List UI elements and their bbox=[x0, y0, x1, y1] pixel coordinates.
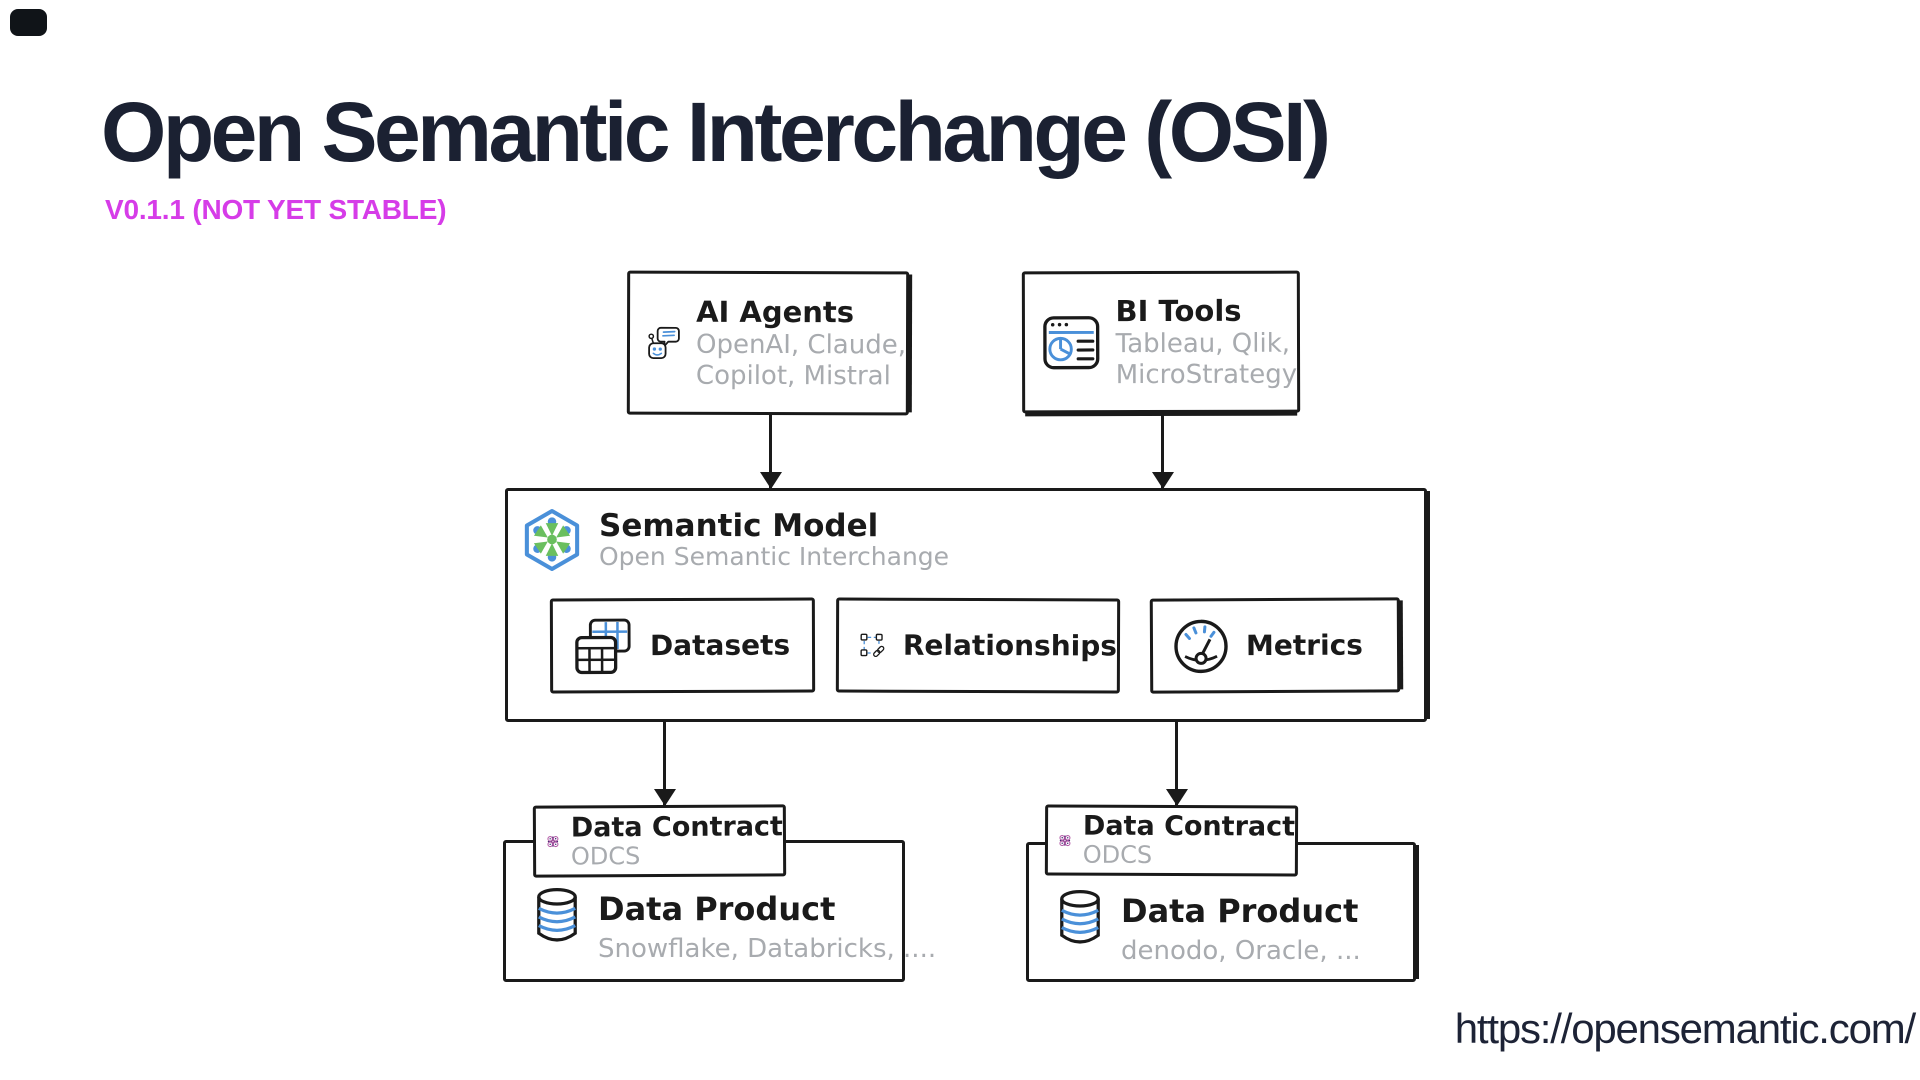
robot-chat-icon bbox=[648, 326, 680, 360]
left-data-contract-box: Data Contract ODCS bbox=[532, 804, 787, 878]
bi-tools-subtitle-line2: MicroStrategy bbox=[1115, 359, 1298, 390]
page-title: Open Semantic Interchange (OSI) bbox=[101, 85, 1331, 179]
ai-agents-title: AI Agents bbox=[696, 294, 855, 329]
ai-agents-box: AI Agents OpenAI, Claude, Copilot, Mistr… bbox=[626, 270, 910, 416]
left-data-product-subtitle: Snowflake, Databricks, .... bbox=[598, 934, 937, 964]
odcs-logo-icon bbox=[547, 836, 559, 848]
database-icon bbox=[537, 888, 577, 942]
database-icon bbox=[1060, 890, 1100, 944]
tables-icon bbox=[575, 618, 631, 674]
bi-tools-title: BI Tools bbox=[1115, 293, 1242, 328]
relationships-box: Relationships bbox=[835, 597, 1121, 694]
right-data-product-subtitle: denodo, Oracle, ... bbox=[1121, 936, 1361, 966]
odcs-logo-icon bbox=[1059, 834, 1071, 846]
browser-chart-icon bbox=[1043, 316, 1100, 370]
ai-agents-subtitle-line1: OpenAI, Claude, bbox=[695, 329, 907, 360]
semantic-model-subtitle: Open Semantic Interchange bbox=[599, 542, 950, 571]
left-data-contract-subtitle: ODCS bbox=[570, 841, 641, 870]
hexagon-network-icon bbox=[524, 508, 580, 572]
datasets-label: Datasets bbox=[649, 628, 791, 663]
left-data-product-title: Data Product bbox=[598, 890, 836, 928]
semantic-model-header: Semantic Model Open Semantic Interchange bbox=[523, 508, 949, 572]
relationships-label: Relationships bbox=[902, 628, 1118, 663]
right-data-product-title: Data Product bbox=[1121, 892, 1359, 930]
arrow-bi-to-semantic bbox=[1161, 413, 1164, 488]
semantic-model-box: Semantic Model Open Semantic Interchange… bbox=[505, 488, 1427, 722]
site-url: https://opensemantic.com/ bbox=[1454, 1005, 1916, 1052]
version-badge: V0.1.1 (NOT YET STABLE) bbox=[105, 194, 447, 225]
right-data-contract-title: Data Contract bbox=[1082, 810, 1296, 843]
bi-tools-box: BI Tools Tableau, Qlik, MicroStrategy bbox=[1021, 270, 1301, 414]
recording-indicator-pill bbox=[10, 9, 47, 36]
ai-agents-subtitle-line2: Copilot, Mistral bbox=[695, 360, 891, 391]
right-data-contract-box: Data Contract ODCS bbox=[1044, 804, 1299, 877]
right-data-contract-subtitle: ODCS bbox=[1082, 840, 1153, 869]
linked-nodes-icon bbox=[860, 633, 885, 657]
datasets-box: Datasets bbox=[549, 597, 816, 694]
left-data-contract-title: Data Contract bbox=[570, 810, 784, 843]
metrics-box: Metrics bbox=[1149, 597, 1401, 694]
gauge-icon bbox=[1174, 619, 1228, 673]
metrics-label: Metrics bbox=[1245, 628, 1364, 663]
arrow-ai-to-semantic bbox=[769, 415, 772, 488]
bi-tools-subtitle-line1: Tableau, Qlik, bbox=[1115, 328, 1291, 359]
semantic-model-title: Semantic Model bbox=[599, 508, 879, 544]
arrow-semantic-to-right-contract bbox=[1175, 722, 1178, 805]
arrow-semantic-to-left-contract bbox=[663, 722, 666, 805]
